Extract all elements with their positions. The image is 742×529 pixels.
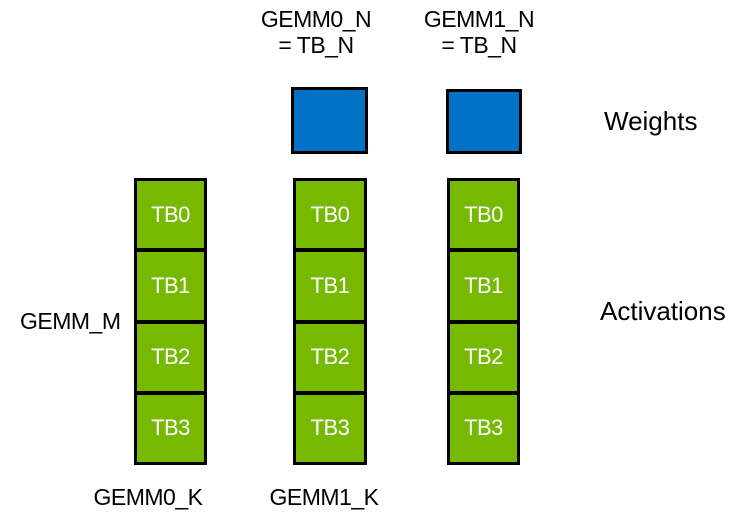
col0-tb3-block: TB3	[137, 394, 204, 462]
gemm1-k-label: GEMM1_K	[269, 484, 379, 510]
gemm0-n-label-line2: = TB_N	[278, 32, 354, 58]
col0-tb2-block: TB2	[137, 323, 204, 391]
weight-block-1	[446, 89, 522, 154]
col2-tb2-block: TB2	[450, 323, 517, 391]
col2-tb1-block: TB1	[450, 252, 517, 320]
gemm0-n-label: GEMM0_N = TB_N	[231, 6, 401, 58]
gemm0-n-label-line1: GEMM0_N	[260, 6, 372, 32]
gemm0-k-label: GEMM0_K	[93, 484, 203, 510]
col1-tb0-block: TB0	[296, 181, 364, 249]
gemm1-n-label-line2: = TB_N	[441, 32, 517, 58]
gemm1-n-label: GEMM1_N = TB_N	[394, 6, 564, 58]
gemm1-n-label-line1: GEMM1_N	[423, 6, 535, 32]
activation-column-0: TB0 TB1 TB2 TB3	[134, 178, 207, 465]
col1-tb1-block: TB1	[296, 252, 364, 320]
activation-column-1: TB0 TB1 TB2 TB3	[293, 178, 367, 465]
col0-tb1-block: TB1	[137, 252, 204, 320]
col1-tb2-block: TB2	[296, 323, 364, 391]
activation-column-2: TB0 TB1 TB2 TB3	[447, 178, 520, 465]
activations-label: Activations	[600, 296, 726, 326]
col1-tb3-block: TB3	[296, 394, 364, 462]
col2-tb3-block: TB3	[450, 394, 517, 462]
weight-block-0	[291, 87, 368, 154]
gemm-m-label: GEMM_M	[20, 308, 121, 334]
col2-tb0-block: TB0	[450, 181, 517, 249]
weights-label: Weights	[604, 106, 698, 136]
col0-tb0-block: TB0	[137, 181, 204, 249]
